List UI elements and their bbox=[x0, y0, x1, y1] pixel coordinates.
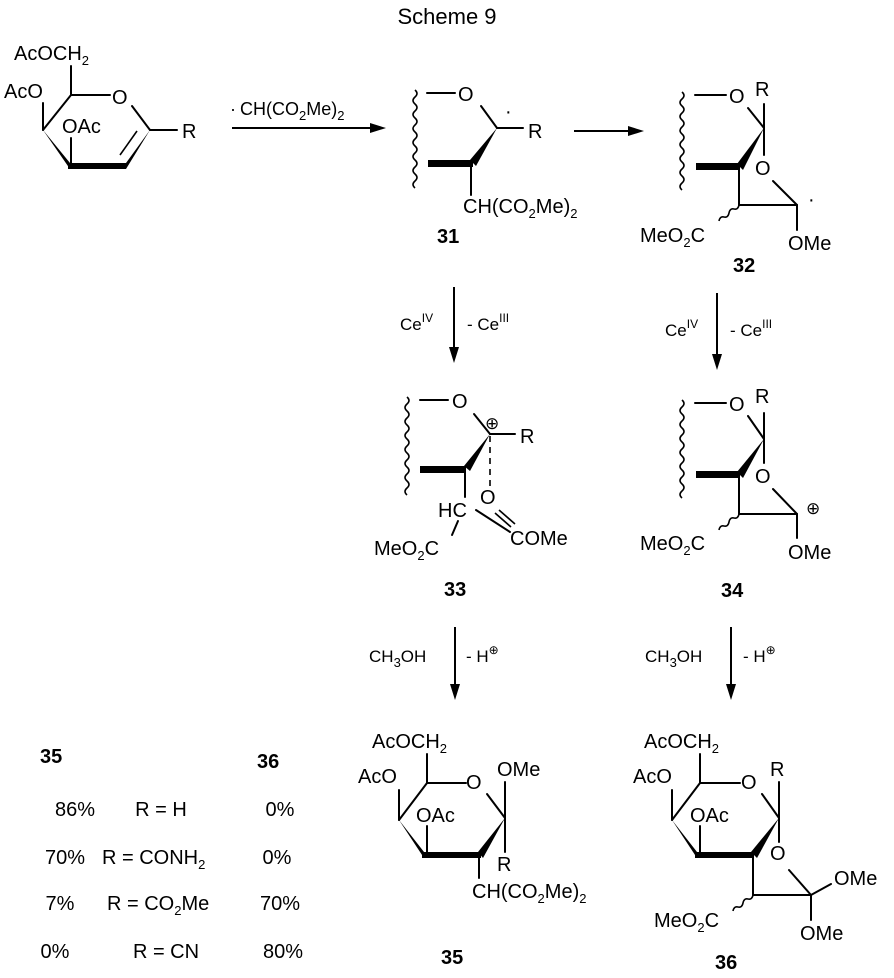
compound-label: 36 bbox=[715, 952, 737, 974]
table-row: 7% R = CO2Me 70% bbox=[46, 893, 301, 918]
ring-oxygen: O bbox=[452, 391, 468, 413]
glycal-structure: AcOCH2 AcO OAc O R bbox=[4, 43, 196, 169]
r-group: R bbox=[770, 759, 784, 781]
compound-label: 33 bbox=[444, 579, 466, 601]
methanolysis-arrow-left: CH3OH - H⊕ bbox=[369, 627, 499, 700]
column-header-35: 35 bbox=[40, 746, 62, 768]
r-group: R bbox=[528, 121, 542, 143]
compound-label: 31 bbox=[437, 226, 459, 248]
malonate-substituent: CH(CO2Me)2 bbox=[472, 881, 586, 906]
compound-31: O · R CH(CO2Me)2 31 bbox=[412, 84, 577, 248]
yield-35: 7% bbox=[46, 893, 75, 915]
malonate-substituent: CH(CO2Me)2 bbox=[463, 196, 577, 221]
ester-group: MeO2C bbox=[640, 225, 705, 250]
cation-charge: ⊕ bbox=[485, 414, 499, 433]
table-row: 0% R = CN 80% bbox=[41, 941, 304, 963]
aco-label: AcO bbox=[358, 766, 397, 788]
comethoxy-group: COMe bbox=[510, 528, 568, 550]
oxidation-arrow-right: CeIV - CeIII bbox=[665, 293, 772, 370]
step1-arrow: ·CH(CO2Me)2 bbox=[230, 99, 386, 133]
r-group: R bbox=[182, 121, 196, 143]
table-row: 70% R = CONH2 0% bbox=[45, 847, 292, 872]
scheme-title: Scheme 9 bbox=[397, 4, 496, 29]
ring-oxygen: O bbox=[112, 87, 128, 109]
yield-35: 0% bbox=[41, 941, 70, 963]
radical-dot: · bbox=[505, 101, 512, 123]
ester-group: MeO2C bbox=[654, 910, 719, 935]
carbonyl-oxygen: O bbox=[480, 487, 496, 509]
column-header-36: 36 bbox=[257, 751, 279, 773]
methoxy-group: OMe bbox=[788, 542, 831, 564]
ring-oxygen: O bbox=[729, 394, 745, 416]
r-group: R bbox=[497, 854, 511, 876]
compound-label: 35 bbox=[441, 947, 463, 969]
methanol-reagent: CH3OH bbox=[369, 647, 426, 670]
compound-34: O R O ⊕ MeO2C OMe 34 bbox=[640, 386, 831, 602]
methanol-reagent: CH3OH bbox=[645, 647, 702, 670]
ring-oxygen: O bbox=[729, 86, 745, 108]
methoxy-group-1: OMe bbox=[834, 868, 877, 890]
yield-35: 86% bbox=[55, 799, 95, 821]
compound-36: AcOCH2 AcO OAc O R O OMe OMe MeO2C 36 bbox=[633, 731, 877, 974]
ring-oxygen: O bbox=[466, 772, 482, 794]
yield-35: 70% bbox=[45, 847, 85, 869]
ce3-byproduct: - CeIII bbox=[730, 317, 772, 340]
yield-36: 80% bbox=[263, 941, 303, 963]
r-substituent: R = CO2Me bbox=[107, 893, 209, 918]
ch2oac-label: AcOCH2 bbox=[644, 731, 719, 756]
ester-group: MeO2C bbox=[640, 533, 705, 558]
ce4-reagent: CeIV bbox=[400, 311, 433, 334]
aco-label: AcO bbox=[633, 766, 672, 788]
compound-33: O ⊕ R HC O MeO2C COMe 33 bbox=[374, 391, 568, 601]
aco-label: AcO bbox=[4, 81, 43, 103]
ester-group: MeO2C bbox=[374, 538, 439, 563]
oxidation-arrow-left: CeIV - CeIII bbox=[400, 287, 509, 363]
methoxy-group-2: OMe bbox=[800, 923, 843, 945]
cation-charge: ⊕ bbox=[806, 499, 820, 518]
oac-label: OAc bbox=[416, 805, 455, 827]
compound-32: O R O · MeO2C OMe 32 bbox=[640, 79, 831, 277]
compound-label: 32 bbox=[733, 255, 755, 277]
compound-label: 34 bbox=[721, 580, 744, 602]
compound-35: AcOCH2 AcO OAc O OMe R CH(CO2Me)2 35 bbox=[358, 731, 586, 969]
proton-byproduct: - H⊕ bbox=[466, 643, 499, 666]
r-group: R bbox=[755, 79, 769, 101]
ring-oxygen-2: O bbox=[755, 158, 771, 180]
step1-reagent: ·CH(CO2Me)2 bbox=[230, 99, 344, 123]
r-substituent: R = CONH2 bbox=[102, 847, 205, 872]
ring-oxygen: O bbox=[741, 772, 757, 794]
r-group: R bbox=[520, 426, 534, 448]
r-substituent: R = H bbox=[135, 799, 187, 821]
yield-table: 35 36 86% R = H 0% 70% R = CONH2 0% 7% R… bbox=[40, 746, 303, 963]
r-substituent: R = CN bbox=[133, 941, 199, 963]
radical-dot: · bbox=[808, 189, 815, 211]
methanolysis-arrow-right: CH3OH - H⊕ bbox=[645, 627, 776, 700]
ring-oxygen-2: O bbox=[755, 466, 771, 488]
ring-oxygen: O bbox=[458, 84, 474, 106]
oac-label: OAc bbox=[62, 116, 101, 138]
yield-36: 0% bbox=[263, 847, 292, 869]
methoxy-group: OMe bbox=[788, 233, 831, 255]
ch2oac-label: AcOCH2 bbox=[14, 43, 89, 68]
methoxy-group: OMe bbox=[497, 759, 540, 781]
yield-36: 0% bbox=[266, 799, 295, 821]
yield-36: 70% bbox=[260, 893, 300, 915]
oac-label: OAc bbox=[690, 805, 729, 827]
ce4-reagent: CeIV bbox=[665, 317, 698, 340]
proton-byproduct: - H⊕ bbox=[743, 643, 776, 666]
ring-oxygen-2: O bbox=[770, 843, 786, 865]
ce3-byproduct: - CeIII bbox=[467, 311, 509, 334]
r-group: R bbox=[755, 386, 769, 408]
table-row: 86% R = H 0% bbox=[55, 799, 295, 821]
hc-carbon: HC bbox=[438, 500, 467, 522]
ch2oac-label: AcOCH2 bbox=[372, 731, 447, 756]
step2-arrow bbox=[574, 126, 644, 136]
